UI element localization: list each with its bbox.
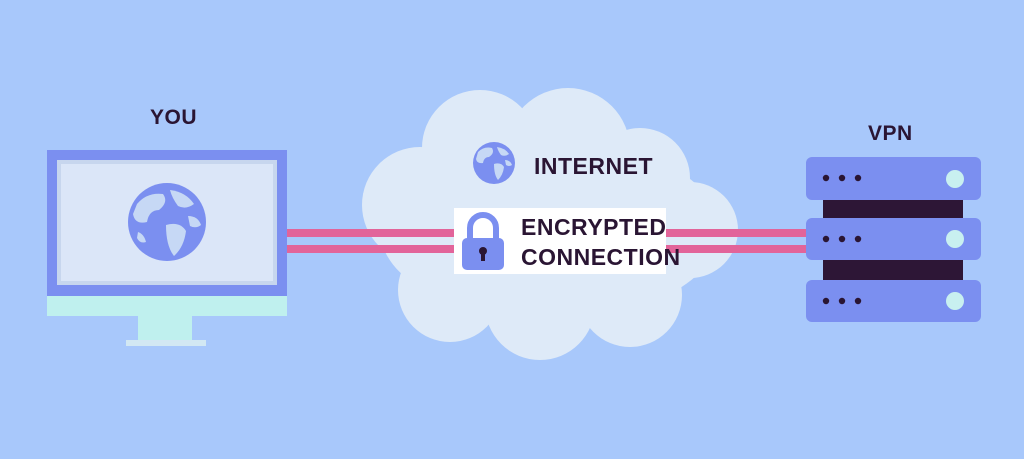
tunnel-right-top (664, 229, 816, 237)
globe-icon (473, 142, 515, 184)
monitor-chin (47, 296, 287, 316)
screen-globe-icon (128, 183, 206, 261)
tunnel-right-bottom (664, 245, 816, 253)
vpn-label: VPN (868, 122, 913, 146)
server-stack-icon (806, 157, 981, 322)
you-label: YOU (150, 106, 197, 130)
server-unit-1 (806, 157, 981, 200)
server-unit-3 (806, 280, 981, 322)
server-unit-2 (806, 218, 981, 260)
tunnel-left-bottom (286, 245, 456, 253)
internet-label: INTERNET (534, 153, 653, 180)
monitor-base (126, 340, 206, 346)
monitor-stand (138, 316, 192, 340)
tunnel-left-top (286, 229, 456, 237)
encrypted-label-line1: ENCRYPTED (521, 214, 667, 241)
encrypted-label-line2: CONNECTION (521, 244, 681, 271)
